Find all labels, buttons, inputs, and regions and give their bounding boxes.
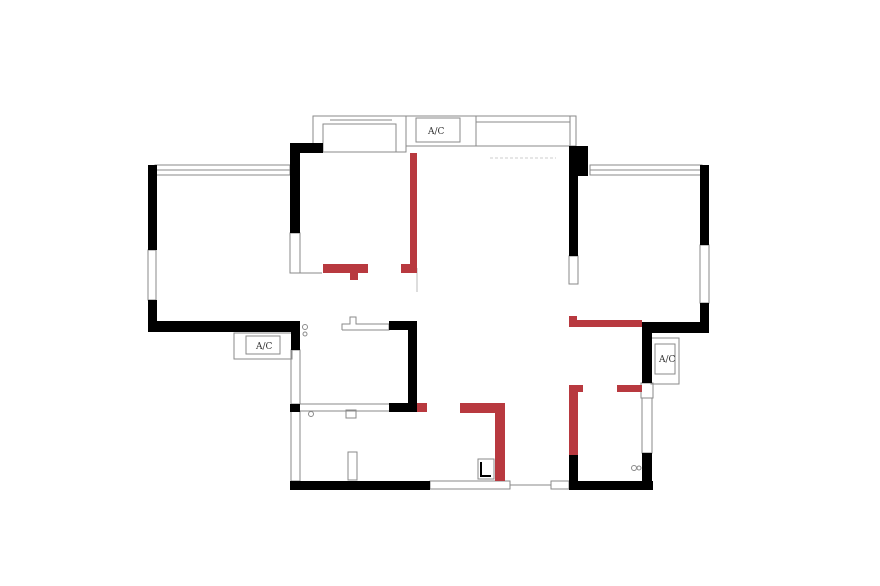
existing-walls	[148, 143, 709, 490]
ac-label-top: A/C	[427, 127, 445, 137]
new-wall-right-bedroom-south	[569, 320, 642, 327]
bath-pipe-a	[631, 465, 637, 471]
wall-core-east	[408, 321, 417, 412]
new-wall-bath-north	[617, 385, 642, 392]
left-pipe-b	[302, 331, 308, 337]
window-and-fixture-outlines	[147, 115, 710, 490]
wall-bath-east	[642, 453, 652, 490]
new-walls	[323, 153, 642, 481]
wall-right-bedroom-south	[642, 322, 709, 333]
bath-pipe-b	[636, 465, 642, 471]
stove-nook	[477, 458, 495, 480]
wall-bath-west	[569, 455, 578, 489]
new-wall-bath-west	[569, 385, 578, 455]
small-room-window	[289, 232, 301, 274]
wall-right-bedroom-east-low	[700, 303, 709, 333]
right-wall-niche	[568, 255, 579, 285]
ac-label-right: A/C	[658, 355, 676, 365]
new-wall-small-room-door	[401, 264, 417, 273]
wall-right-bedroom-west	[569, 176, 578, 256]
wall-small-room-north	[290, 143, 323, 153]
wall-kitchen-south	[290, 481, 430, 490]
entrance-threshold	[429, 480, 511, 490]
dining-counter	[341, 316, 390, 331]
new-wall-kitchen-partition	[460, 403, 505, 481]
new-wall-bath-west-cap	[569, 385, 583, 392]
corridor-threshold	[550, 480, 570, 490]
left-pipe-a	[302, 324, 308, 330]
new-wall-small-room-east	[410, 153, 417, 273]
kitchen-window-side	[290, 410, 301, 482]
new-wall-small-room-south	[323, 264, 368, 280]
left-window-side	[147, 249, 157, 301]
ac-label-left: A/C	[255, 342, 273, 352]
wall-left-bedroom-south	[148, 321, 300, 332]
ac-unit-left-inner	[245, 335, 281, 355]
kitchen-drain	[308, 411, 314, 417]
wall-right-bedroom-east	[700, 165, 709, 245]
kitchen-sink	[345, 409, 357, 419]
wall-left-bedroom-south-stub	[291, 321, 300, 350]
right-bath-pipe	[640, 382, 654, 399]
stove-mark	[480, 462, 491, 477]
wall-bath-south	[569, 481, 653, 490]
wall-kitchen-west	[290, 404, 300, 412]
top-bay-window	[312, 115, 407, 153]
wall-right-bath-stub	[642, 322, 652, 352]
kitchen-cabinet	[347, 451, 358, 481]
wall-small-room-west	[290, 143, 300, 233]
wall-core-south	[389, 403, 417, 412]
wall-core-north	[389, 321, 417, 330]
right-window-side	[699, 244, 710, 304]
ac-unit-top-box	[415, 117, 461, 143]
wall-right-top-pillar	[569, 146, 588, 176]
wall-bath-east-upper	[642, 352, 652, 383]
wall-left-bedroom-west	[148, 165, 157, 250]
bath-side-window	[641, 397, 653, 454]
top-bay-window-inner	[322, 123, 397, 153]
top-balcony	[405, 115, 577, 147]
wall-left-bedroom-west-low	[148, 300, 157, 332]
new-wall-kitchen-stub	[417, 403, 427, 412]
ac-unit-right-inner	[654, 343, 676, 375]
new-wall-right-bedroom-stub	[569, 316, 577, 327]
